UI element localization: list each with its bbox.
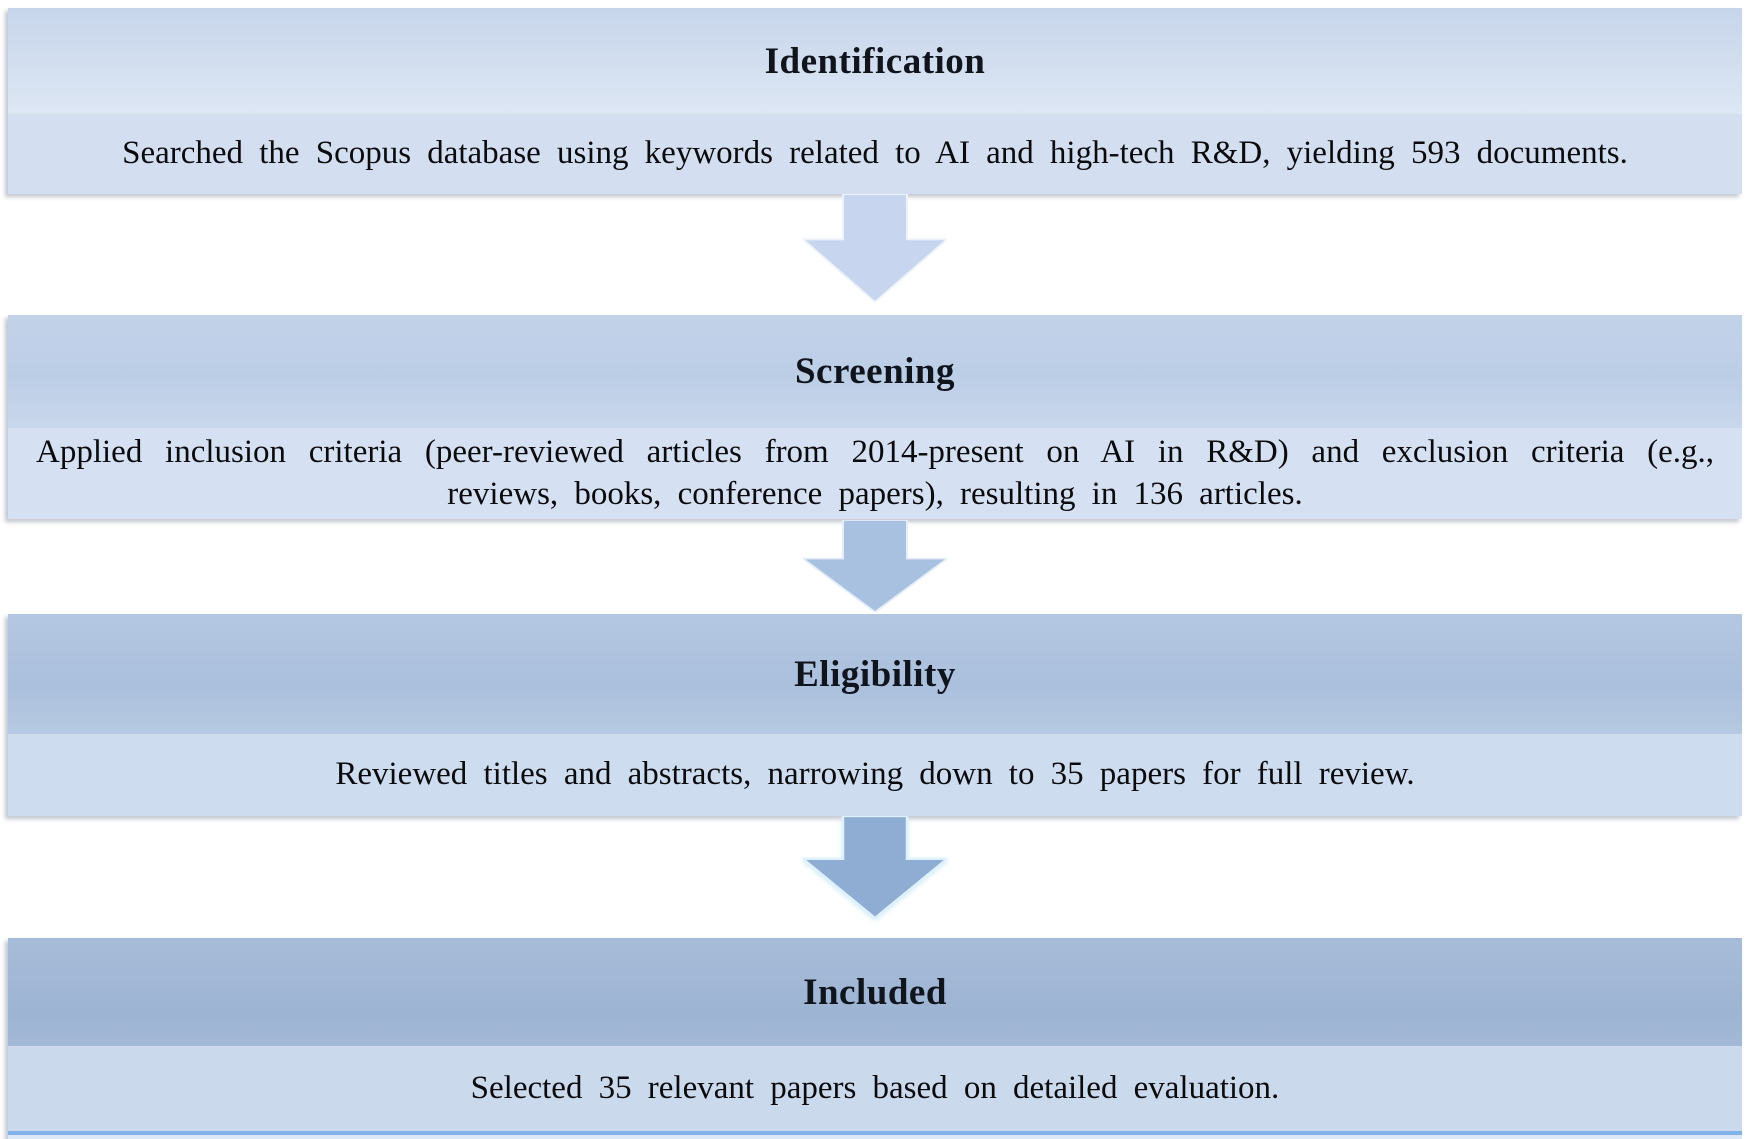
arrow-screening-to-eligibility [803, 520, 947, 612]
stage-identification: Identification Searched the Scopus datab… [8, 8, 1742, 194]
arrow-identification-to-screening [803, 194, 947, 302]
arrow-eligibility-to-included [803, 816, 947, 918]
stage-included: Included Selected 35 relevant papers bas… [8, 938, 1742, 1139]
stage-description: Applied inclusion criteria (peer-reviewe… [36, 433, 1714, 512]
stage-title: Screening [794, 351, 956, 392]
bottom-edge-fade [8, 1135, 1742, 1139]
bottom-edge-highlight [8, 1131, 1742, 1135]
stage-screening-body: Applied inclusion criteria (peer-reviewe… [8, 428, 1742, 519]
down-arrow-icon [803, 194, 947, 302]
stage-description: Reviewed titles and abstracts, narrowing… [335, 756, 1415, 793]
stage-description: Searched the Scopus database using keywo… [122, 135, 1628, 172]
stage-identification-body: Searched the Scopus database using keywo… [8, 114, 1742, 194]
stage-eligibility-body: Reviewed titles and abstracts, narrowing… [8, 734, 1742, 816]
stage-eligibility-header: Eligibility [8, 614, 1742, 734]
stage-title: Identification [764, 40, 986, 82]
stage-included-header: Included [8, 938, 1742, 1046]
stage-title: Eligibility [794, 653, 956, 695]
down-arrow-icon [803, 816, 947, 918]
stage-description: Selected 35 relevant papers based on det… [470, 1069, 1280, 1106]
stage-title: Included [803, 971, 947, 1013]
stage-eligibility: Eligibility Reviewed titles and abstract… [8, 614, 1742, 816]
stage-identification-header: Identification [8, 8, 1742, 114]
stage-included-body: Selected 35 relevant papers based on det… [8, 1046, 1742, 1131]
stage-screening: Screening Applied inclusion criteria (pe… [8, 315, 1742, 519]
down-arrow-icon [803, 520, 947, 612]
stage-screening-header: Screening [8, 315, 1742, 428]
